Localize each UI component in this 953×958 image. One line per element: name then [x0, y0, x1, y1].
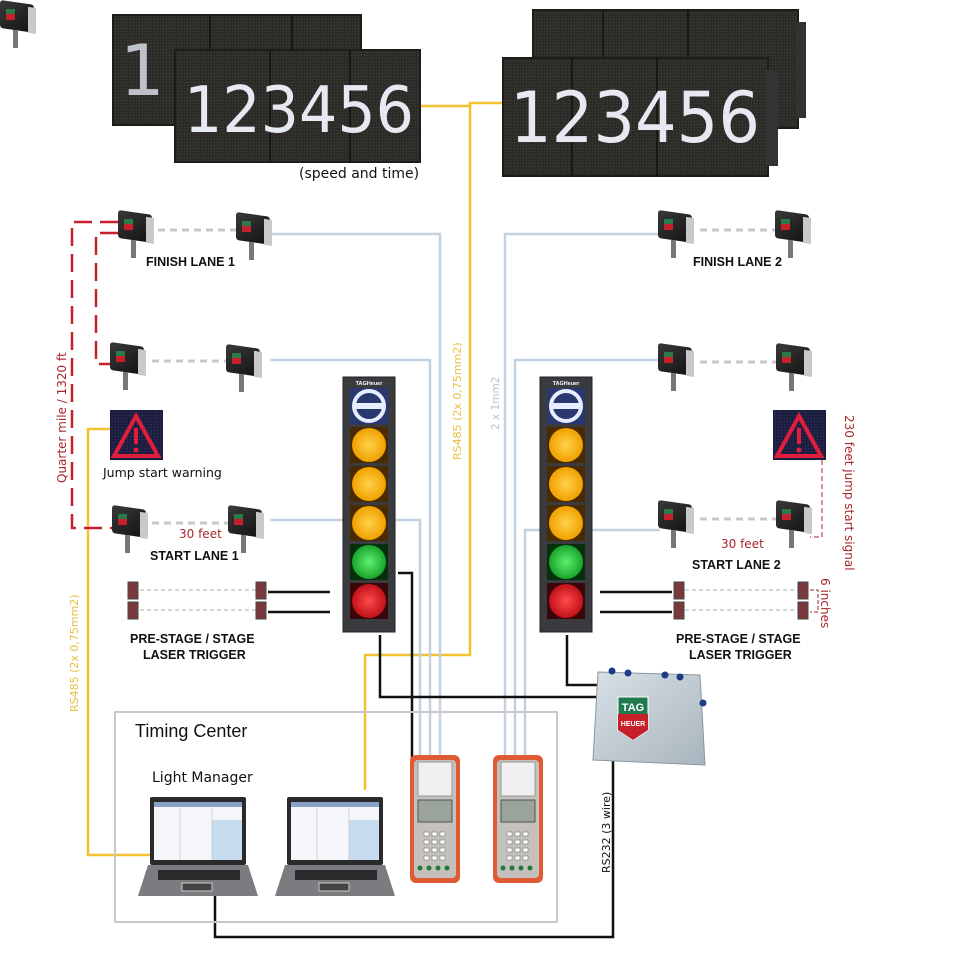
trigger-label-lane2-line2: LASER TRIGGER — [689, 648, 792, 662]
blue-cable-start1 — [270, 518, 422, 760]
finish-lane-2-label: FINISH LANE 2 — [693, 255, 782, 269]
light-manager-label: Light Manager — [152, 770, 253, 786]
junction-box: TAG HEUER — [592, 667, 707, 766]
scoreboard-caption: (speed and time) — [299, 166, 420, 182]
photocell-finish2-right — [775, 210, 811, 258]
svg-text:1: 1 — [120, 30, 165, 112]
yellow-cable-scoreboards — [420, 101, 505, 108]
jump-start-distance-label: 230 feet jump start signal — [842, 415, 856, 571]
rs232-label: RS232 (3 wire) — [600, 791, 613, 873]
photocell-mid1-right — [226, 344, 262, 392]
junction-box-logo-bottom: HEUER — [621, 721, 646, 728]
jump-start-sign-left — [110, 410, 163, 460]
photocell-start2-left — [658, 500, 694, 548]
trigger-label-lane1-line1: PRE-STAGE / STAGE — [130, 632, 255, 646]
photocell-start1-right — [228, 505, 264, 553]
rs485-left-label: RS485 (2x 0,75mm2) — [68, 594, 81, 712]
photocell-start1-left — [112, 505, 148, 553]
jump-start-sign-right — [773, 410, 826, 460]
jump-start-dimension — [810, 439, 823, 538]
photocell-mid2-left — [658, 343, 694, 391]
rs485-top-label: RS485 (2x 0,75mm2) — [451, 342, 464, 460]
timing-center-title: Timing Center — [135, 721, 248, 741]
scoreboard-right-front: 123456 — [502, 57, 778, 177]
start-gap-label-lane1: 30 feet — [179, 527, 222, 541]
start-lane-2-label: START LANE 2 — [692, 558, 781, 572]
scoreboard-left-digits: 123456 — [184, 74, 414, 148]
photocell-mid2-right — [776, 343, 812, 391]
photocells — [0, 0, 36, 48]
start-gap-label-lane2: 30 feet — [721, 537, 764, 551]
finish-gap-dimension — [94, 231, 118, 366]
quarter-mile-label: Quarter mile / 1320 ft — [55, 352, 69, 483]
jump-start-warning-label: Jump start warning — [103, 465, 222, 480]
laptop-left — [138, 797, 258, 896]
photocell-finish1-left — [118, 210, 154, 258]
start-lane-1-label: START LANE 1 — [150, 549, 239, 563]
junction-box-logo-top: TAG — [622, 702, 644, 714]
christmas-tree-left: TAGHeuer — [342, 376, 396, 633]
laptop-right — [275, 797, 395, 896]
tree-right-brand: TAGHeuer — [553, 381, 581, 387]
scoreboard-left-front: 123456 — [174, 49, 421, 163]
tree-left-brand: TAGHeuer — [356, 381, 384, 387]
trigger-spacing-dimension — [810, 589, 819, 613]
photocell-start2-right — [776, 500, 812, 548]
timing-center-box — [114, 711, 558, 923]
trigger-label-lane2-line1: PRE-STAGE / STAGE — [676, 632, 801, 646]
photocell-emitter — [0, 0, 36, 48]
photocell-mid1-left — [110, 342, 146, 390]
black-cable-rs232 — [213, 760, 615, 939]
black-cable-tree1-bottom — [378, 635, 600, 699]
yellow-cable-main — [363, 106, 472, 790]
black-cable-tree2 — [565, 635, 600, 687]
quarter-mile-dimension — [70, 220, 118, 530]
photocell-finish1-right — [236, 212, 272, 260]
chronoprinter-left — [410, 755, 460, 883]
black-cable-tree1 — [398, 571, 414, 760]
blue-cable-mid2 — [513, 358, 660, 760]
finish-lane-1-label: FINISH LANE 1 — [146, 255, 235, 269]
blue-cable-finish1 — [270, 232, 442, 760]
blue-cable-start2 — [523, 528, 660, 760]
christmas-tree-right: TAGHeuer — [539, 376, 593, 633]
photocell-finish2-left — [658, 210, 694, 258]
cables — [70, 101, 823, 939]
trigger-spacing-label: 6 inches — [818, 578, 832, 629]
trigger-label-lane1-line2: LASER TRIGGER — [143, 648, 246, 662]
yellow-cable-jumpstart — [86, 427, 150, 857]
laser-triggers — [127, 581, 809, 620]
two-by-one-label: 2 x 1mm2 — [490, 376, 502, 430]
blue-cable-finish2 — [503, 232, 660, 760]
scoreboard-right-digits: 123456 — [510, 77, 760, 159]
blue-cable-mid1 — [270, 358, 432, 760]
chronoprinter-right — [493, 755, 543, 883]
